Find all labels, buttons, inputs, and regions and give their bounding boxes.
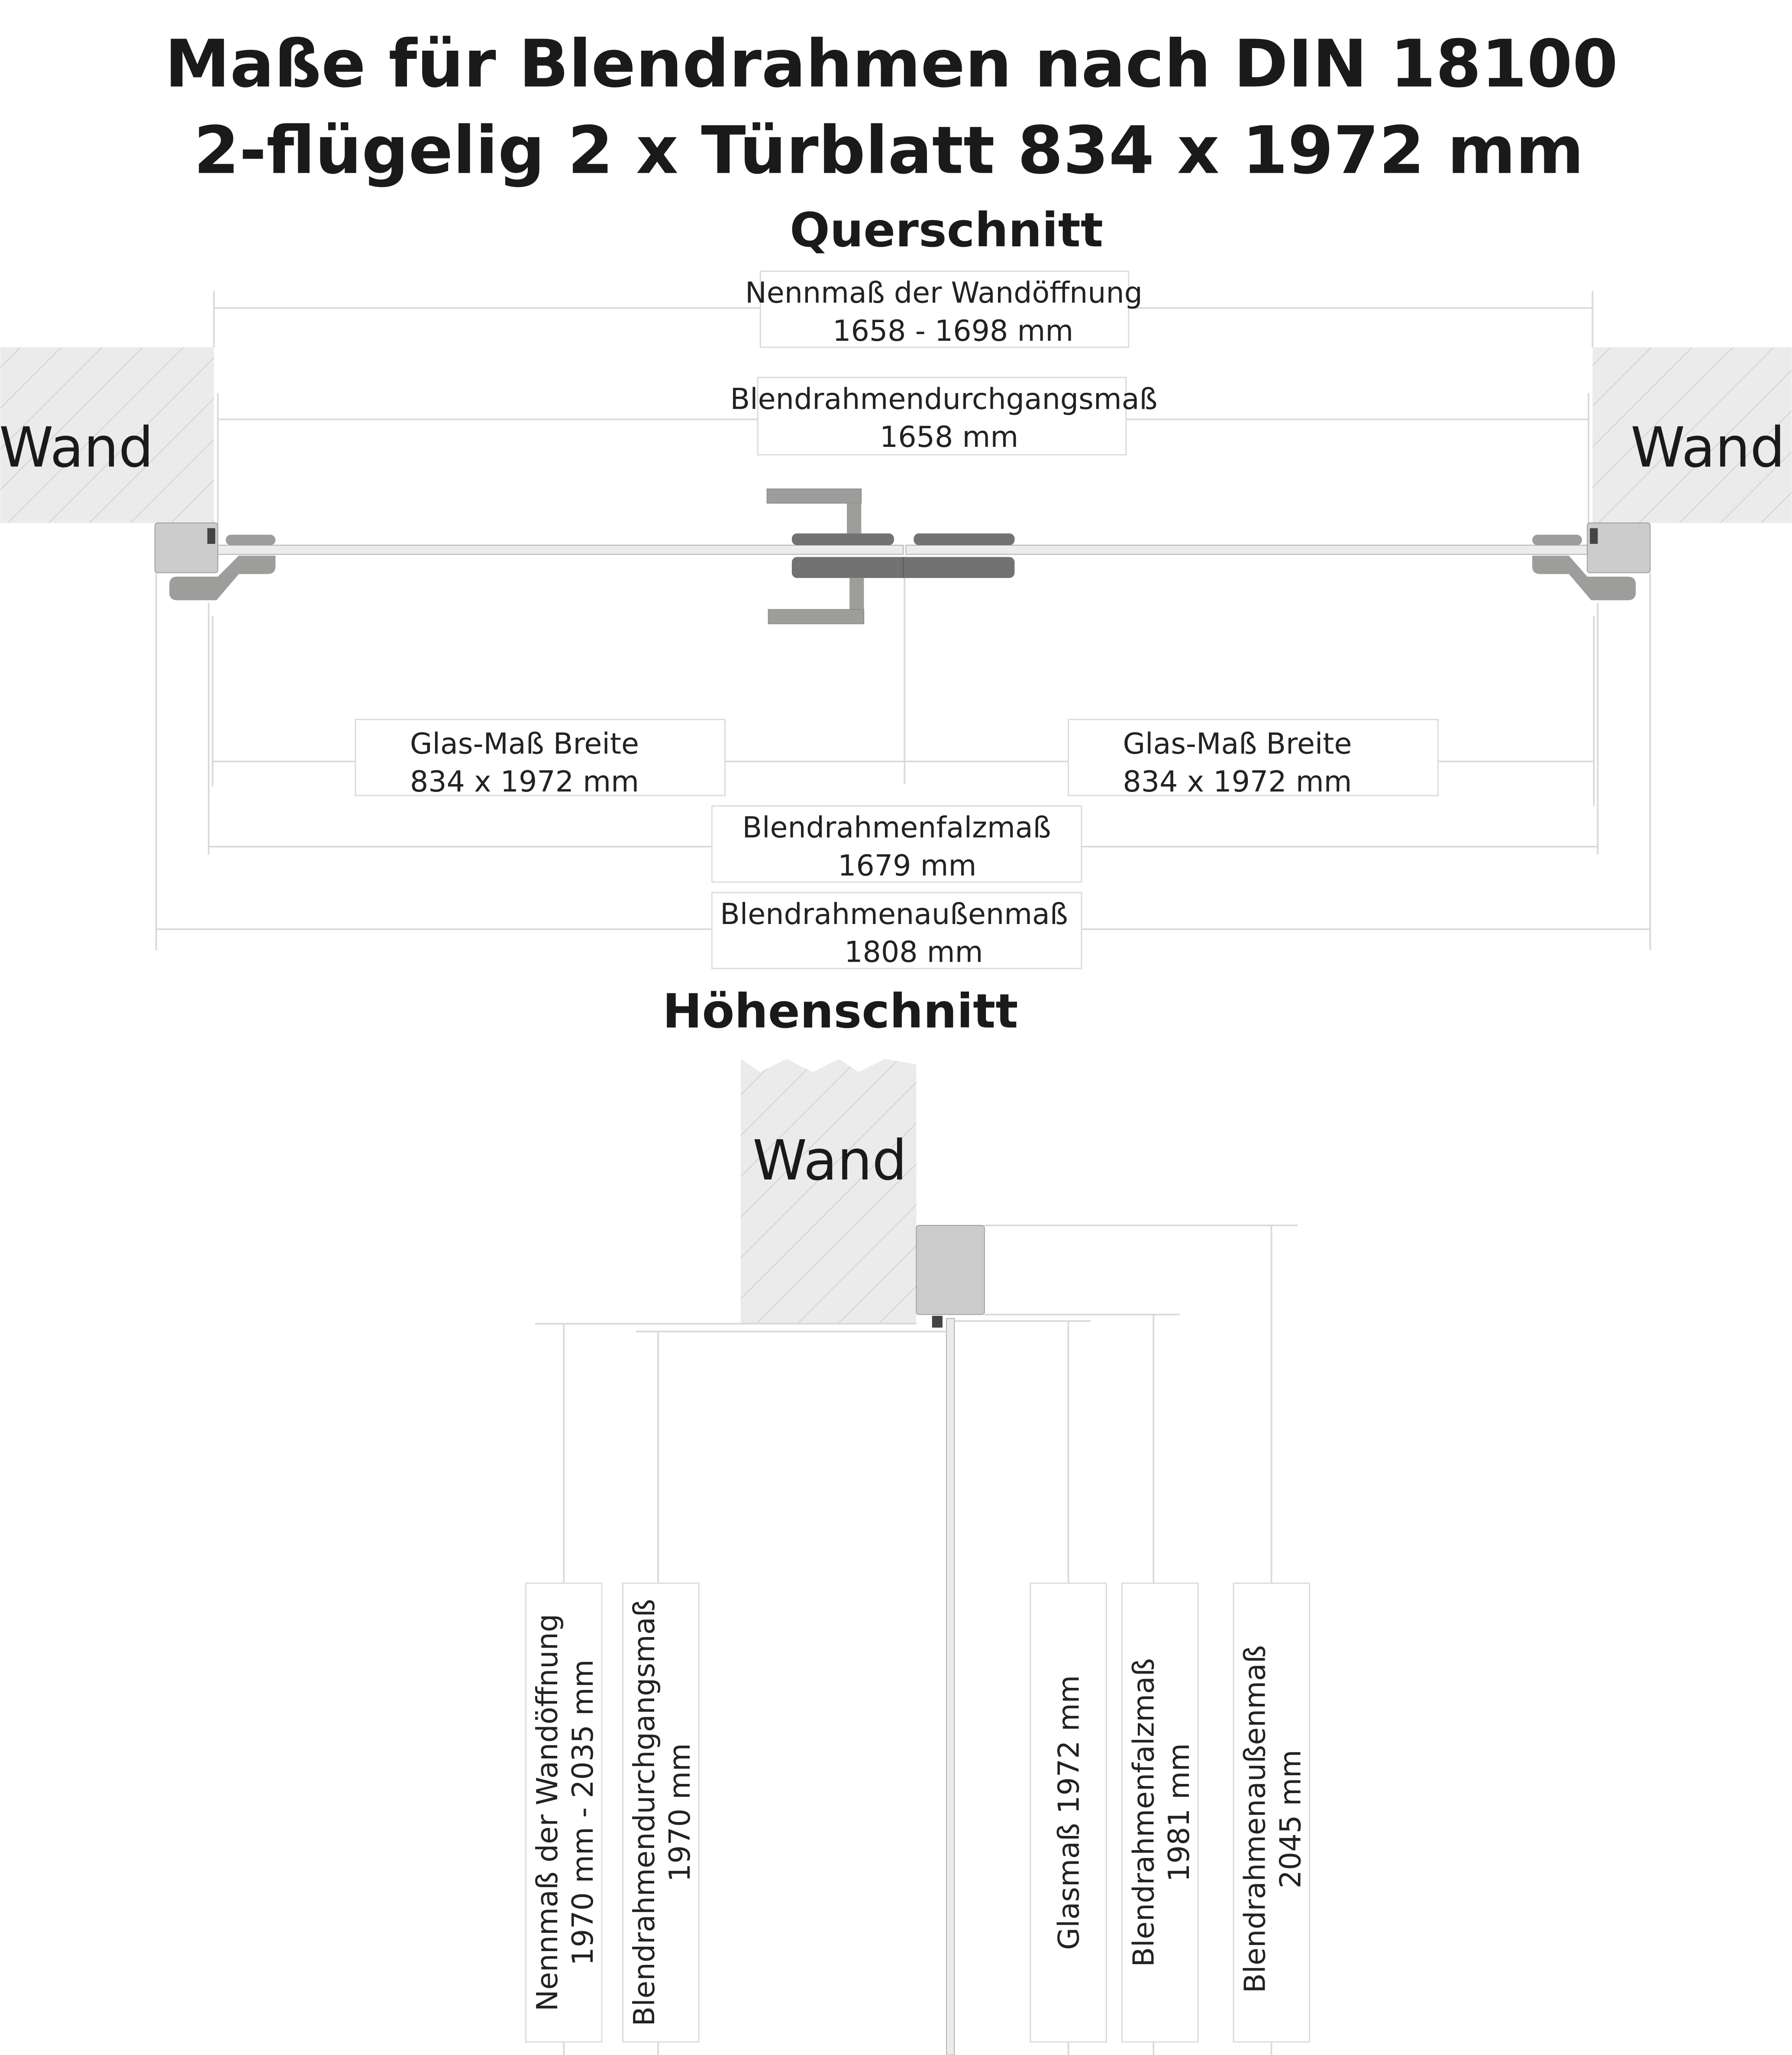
label-nennmass-cross: Nennmaß der Wandöffnung 1658 - 1698 mm: [745, 271, 1143, 348]
svg-text:834 x 1972 mm: 834 x 1972 mm: [410, 765, 639, 798]
svg-text:Glasmaß 1972 mm: Glasmaß 1972 mm: [1052, 1675, 1086, 1950]
label-glas-right: Glas-Maß Breite 834 x 1972 mm: [1068, 719, 1439, 798]
querschnitt-heading: Querschnitt: [790, 203, 1103, 258]
sash-bead-left: [226, 534, 276, 546]
svg-text:834 x 1972 mm: 834 x 1972 mm: [1123, 765, 1352, 798]
sash-profile-right: [1532, 556, 1636, 601]
gasket-top-icon: [932, 1315, 943, 1328]
wall-right: [1592, 347, 1792, 523]
wall-left: [0, 347, 214, 523]
svg-text:1679 mm: 1679 mm: [838, 849, 976, 882]
svg-text:Nennmaß der Wandöffnung: Nennmaß der Wandöffnung: [745, 276, 1143, 310]
svg-text:Blendrahmenaußenmaß: Blendrahmenaußenmaß: [1238, 1645, 1272, 1993]
label-durchgang-cross: Blendrahmendurchgangsmaß 1658 mm: [730, 377, 1158, 456]
frame-left: [154, 522, 219, 573]
door-handle: [766, 488, 1015, 624]
wall-vertical-label: Wand: [752, 1128, 907, 1192]
svg-text:Nennmaß der Wandöffnung: Nennmaß der Wandöffnung: [530, 1614, 564, 2011]
wall-vertical: [740, 1059, 917, 1324]
svg-text:Blendrahmendurchgangsmaß: Blendrahmendurchgangsmaß: [627, 1599, 661, 2026]
dimension-lines-height: [535, 1225, 1298, 2055]
sash-profile-left: [169, 556, 276, 601]
svg-text:2045 mm: 2045 mm: [1273, 1750, 1307, 1888]
svg-text:Glas-Maß Breite: Glas-Maß Breite: [1123, 727, 1352, 760]
svg-text:Blendrahmenfalzmaß: Blendrahmenfalzmaß: [1127, 1658, 1160, 1967]
wall-right-label: Wand: [1631, 416, 1785, 480]
glass-left: [217, 545, 904, 555]
hoehenschnitt-heading: Höhenschnitt: [662, 984, 1018, 1039]
sash-bead-right: [1532, 534, 1582, 546]
svg-text:Blendrahmenaußenmaß: Blendrahmenaußenmaß: [720, 897, 1068, 931]
label-durchgang-height: Blendrahmendurchgangsmaß 1970 mm: [622, 1582, 700, 2043]
svg-text:Glas-Maß Breite: Glas-Maß Breite: [410, 727, 639, 760]
svg-text:1970 mm - 2035 mm: 1970 mm - 2035 mm: [566, 1660, 600, 1966]
label-nennmass-height: Nennmaß der Wandöffnung 1970 mm - 2035 m…: [525, 1582, 603, 2043]
glass-right: [905, 545, 1588, 555]
svg-text:1658 - 1698 mm: 1658 - 1698 mm: [833, 314, 1073, 348]
label-aussen-height: Blendrahmenaußenmaß 2045 mm: [1233, 1582, 1310, 2043]
label-glas-left: Glas-Maß Breite 834 x 1972 mm: [355, 719, 726, 798]
svg-text:1970 mm: 1970 mm: [663, 1743, 697, 1882]
gasket-right-icon: [1590, 528, 1598, 544]
title-line-1: Maße für Blendrahmen nach DIN 18100: [165, 26, 1618, 102]
svg-text:Blendrahmenfalzmaß: Blendrahmenfalzmaß: [742, 811, 1051, 844]
title-line-2: 2-flügelig 2 x Türblatt 834 x 1972 mm: [194, 113, 1584, 189]
svg-text:1981 mm: 1981 mm: [1162, 1743, 1196, 1882]
label-falz-cross: Blendrahmenfalzmaß 1679 mm: [711, 805, 1082, 883]
label-falz-height: Blendrahmenfalzmaß 1981 mm: [1121, 1582, 1199, 2043]
label-aussen-cross: Blendrahmenaußenmaß 1808 mm: [711, 892, 1082, 969]
wall-left-label: Wand: [0, 416, 154, 480]
svg-text:1808 mm: 1808 mm: [844, 935, 983, 969]
label-glas-height: Glasmaß 1972 mm: [1030, 1582, 1107, 2043]
frame-right: [1587, 522, 1651, 573]
gasket-left-icon: [207, 528, 216, 544]
glass-vertical: [946, 1318, 955, 2055]
frame-top: [916, 1225, 985, 1315]
svg-text:Blendrahmendurchgangsmaß: Blendrahmendurchgangsmaß: [730, 382, 1158, 416]
svg-text:1658 mm: 1658 mm: [880, 420, 1018, 454]
